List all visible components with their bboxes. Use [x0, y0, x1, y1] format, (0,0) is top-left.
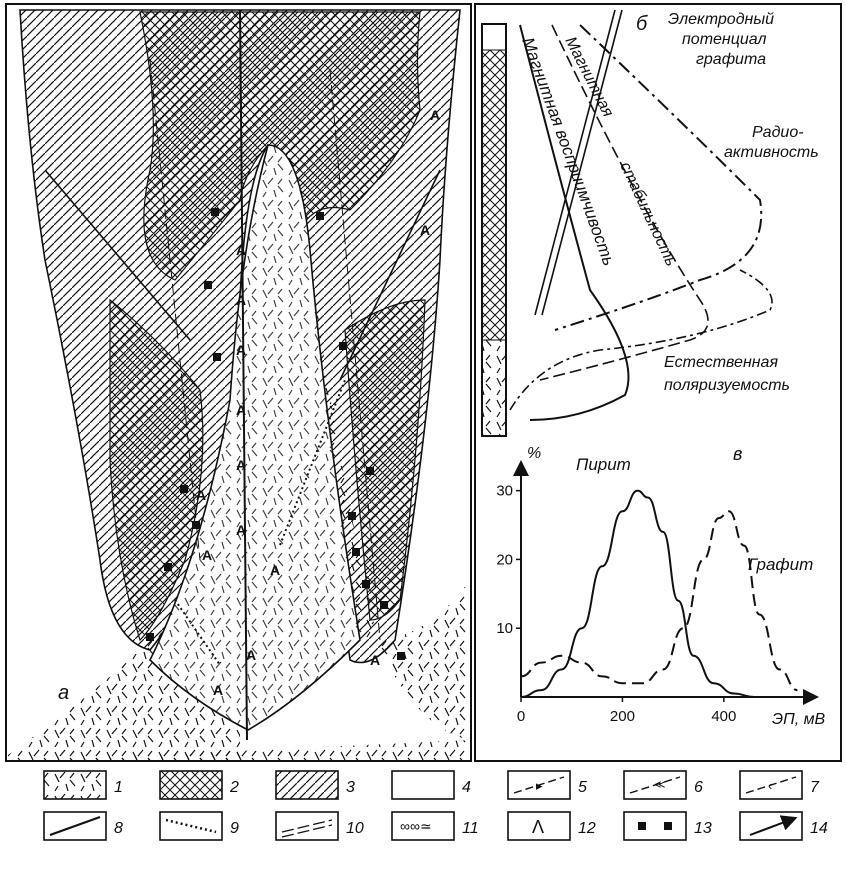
legend-item-6: ≪6 [624, 771, 703, 799]
legend-item-5: ▸5 [508, 771, 587, 799]
legend-item-2: 2 [160, 771, 239, 799]
x-axis-label: ЭП, мВ [772, 711, 826, 728]
panel-b: б Электродный потенциал графита Радио- а… [475, 4, 841, 761]
legend-swatch [276, 771, 338, 799]
y-tick-label: 10 [496, 620, 513, 637]
svg-text:≪: ≪ [654, 779, 666, 791]
svg-text:А: А [270, 562, 280, 578]
svg-text:А: А [236, 242, 246, 258]
x-tick-label: 400 [711, 708, 736, 725]
svg-text:▸: ▸ [536, 778, 543, 793]
legend-number: 11 [462, 820, 479, 837]
svg-text:Λ: Λ [532, 817, 544, 837]
legend-number: 14 [810, 820, 828, 837]
label-electrode-3: графита [696, 51, 766, 68]
label-polarization-1: Естественная [664, 354, 778, 371]
svg-text:А: А [430, 107, 440, 123]
legend-number: 1 [114, 779, 123, 796]
legend-item-11: ∞∞≃ 11 [392, 812, 479, 840]
legend-item-9: 9 [160, 812, 239, 840]
svg-text:∞∞≃: ∞∞≃ [400, 818, 432, 834]
svg-text:А: А [202, 547, 212, 563]
svg-text:А: А [370, 652, 380, 668]
legend-number: 12 [578, 820, 596, 837]
legend-swatch [392, 771, 454, 799]
panel-a: А А А А А А А А А А А А А А а [6, 4, 471, 762]
svg-text:А: А [236, 522, 246, 538]
panel-c-label: в [733, 444, 742, 464]
series-label-graphite: Графит [748, 555, 813, 574]
legend-item-13: 13 [624, 812, 712, 840]
legend-number: 10 [346, 820, 364, 837]
panel-b-label: б [636, 13, 648, 35]
strat-column-crosshatch [482, 50, 506, 340]
label-radio-2: активность [724, 144, 819, 161]
label-polarization-2: поляризуемость [664, 377, 790, 394]
legend-number: 13 [694, 820, 712, 837]
panel-a-label: а [58, 682, 69, 704]
svg-text:А: А [236, 292, 246, 308]
svg-text:А: А [236, 342, 246, 358]
legend-item-14: 14 [740, 812, 828, 840]
legend-swatch [624, 812, 686, 840]
legend-item-10: 10 [276, 812, 364, 840]
legend-number: 7 [810, 779, 820, 796]
svg-text:А: А [236, 402, 246, 418]
y-tick-label: 20 [496, 551, 513, 568]
legend-item-1: 1 [44, 771, 123, 799]
svg-text:А: А [420, 222, 430, 238]
legend-swatch [160, 771, 222, 799]
svg-text:А: А [236, 457, 246, 473]
label-radio-1: Радио- [752, 124, 804, 141]
x-tick-label: 0 [517, 708, 525, 725]
series-label-pyrite: Пирит [576, 455, 631, 474]
legend-number: 2 [229, 779, 239, 796]
svg-text:А: А [246, 647, 256, 663]
legend-number: 5 [578, 779, 587, 796]
legend-swatch [44, 771, 106, 799]
x-tick-label: 200 [610, 708, 635, 725]
y-tick-label: 30 [496, 483, 513, 500]
legend-item-3: 3 [276, 771, 355, 799]
legend-item-8: 8 [44, 812, 123, 840]
strat-column-dashes [482, 340, 506, 436]
legend-number: 6 [694, 779, 703, 796]
legend-swatch [740, 812, 802, 840]
legend-number: 9 [230, 820, 239, 837]
label-electrode-2: потенциал [682, 31, 767, 48]
legend-item-12: Λ 12 [508, 812, 596, 840]
label-electrode-1: Электродный [668, 11, 774, 28]
legend-item-7: ‹7 [740, 771, 820, 799]
legend-number: 8 [114, 820, 123, 837]
legend-item-4: 4 [392, 771, 471, 799]
legend-number: 4 [462, 779, 471, 796]
svg-text:А: А [196, 487, 206, 503]
svg-text:‹: ‹ [768, 778, 772, 793]
svg-text:А: А [213, 682, 223, 698]
y-axis-label: % [527, 445, 541, 462]
legend-number: 3 [346, 779, 355, 796]
